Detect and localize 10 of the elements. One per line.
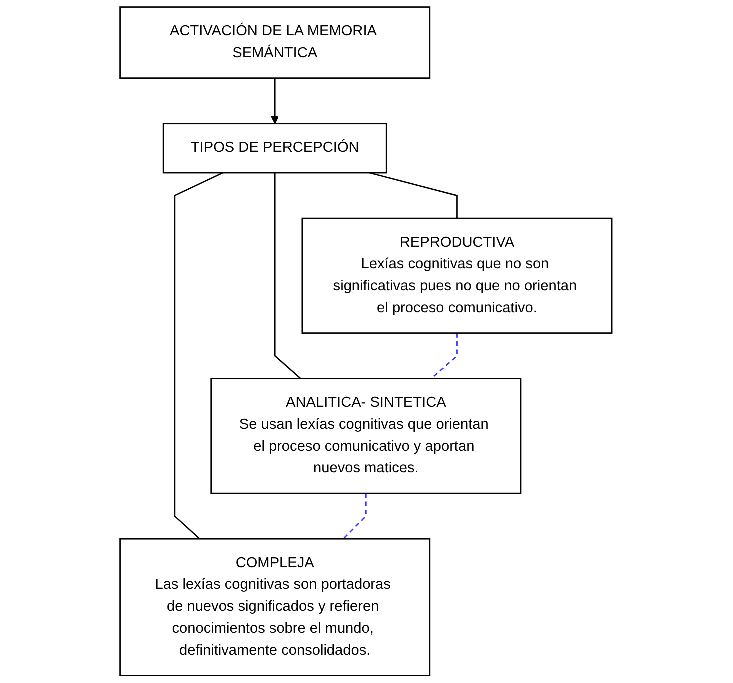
node-box: ACTIVACIÓN DE LA MEMORIA SEMÁNTICA [120, 6, 431, 79]
node-box: TIPOS DE PERCEPCIÓN [163, 123, 388, 174]
node-box: REPRODUCTIVA Lexías cognitivas que no son significativas pues no que no orientan el proceso comunicativo. [302, 218, 614, 334]
connector [274, 173, 302, 380]
arrow [271, 78, 280, 124]
connector [174, 172, 224, 540]
node-box: ANALITICA- SINTETICA Se usan lexías cognitivas que orientan el proceso comunicativo y aportan nuevos matices. [211, 378, 522, 494]
node-box: COMPLEJA Las lexías cognitivas son portadoras de nuevos significados y refieren conocimientos sobre el mundo, definitivamente consolidados. [120, 538, 431, 676]
connector [343, 494, 368, 540]
connector [431, 333, 458, 380]
